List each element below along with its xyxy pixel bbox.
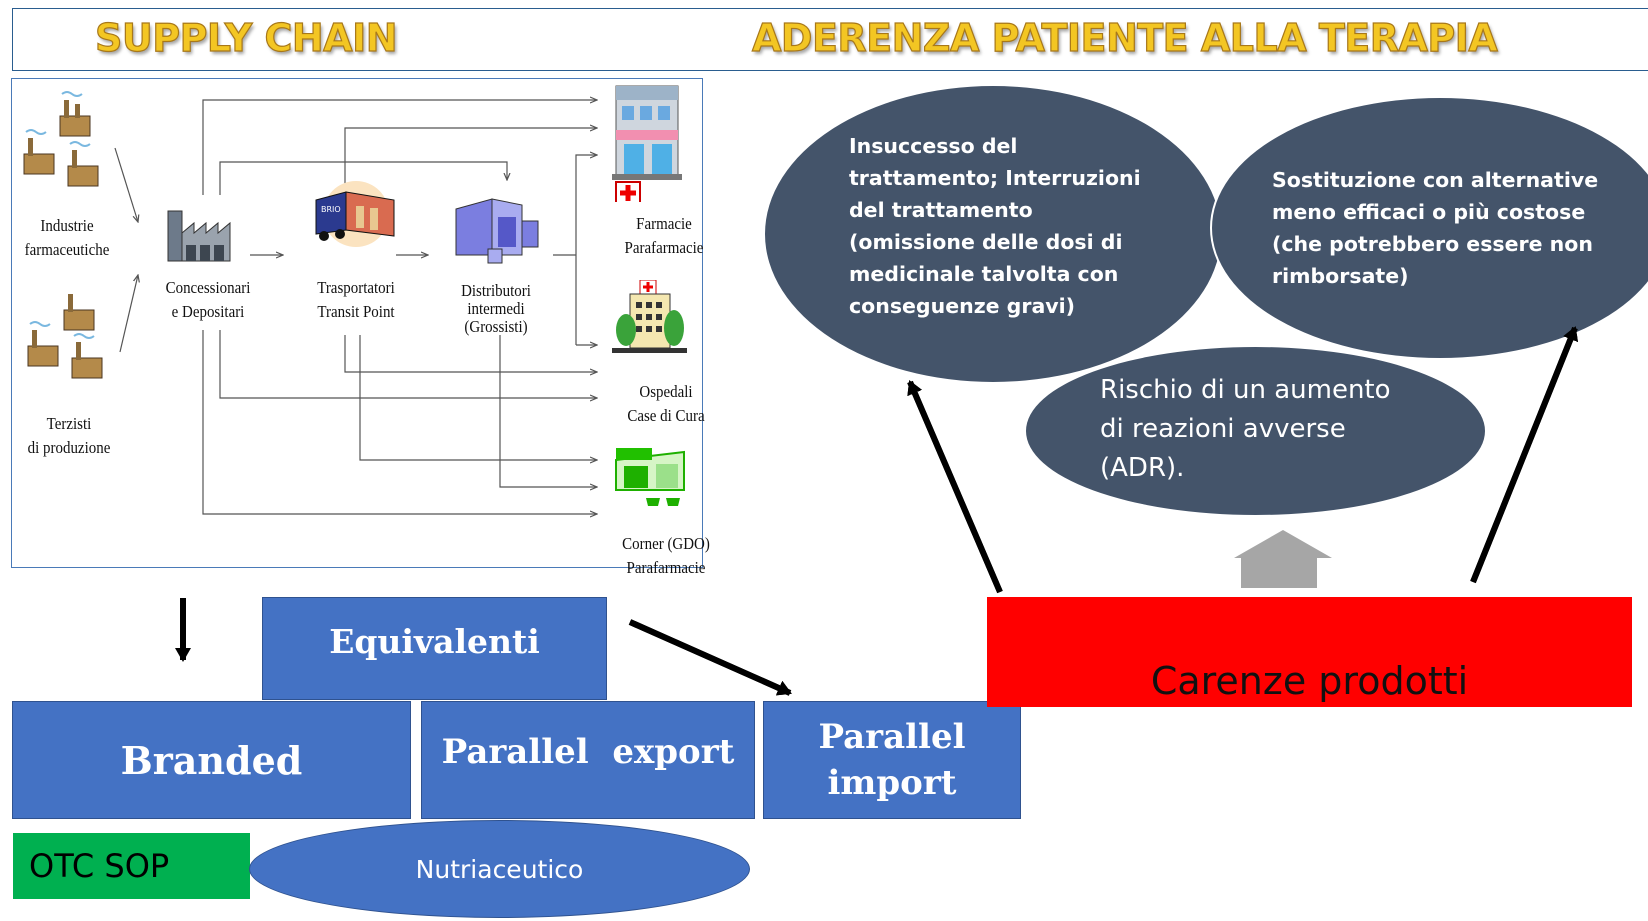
hospital-icon	[612, 280, 687, 353]
distributor-warehouse-icon	[455, 198, 539, 264]
trasportatori-label: Trasportatori Transit Point	[317, 278, 395, 321]
farmacie-label: Farmacie Parafarmacie	[624, 214, 704, 257]
header-banner	[12, 8, 1648, 71]
parallel-import-box: Parallel import	[763, 701, 1021, 819]
warehouse-icon	[167, 210, 231, 262]
factory-icon	[27, 294, 103, 379]
adherence-title: ADERENZA PATIENTE ALLA TERAPIA	[751, 15, 1498, 60]
truck-icon: BRIO	[315, 181, 395, 247]
pharmacy-building-icon	[612, 85, 682, 202]
corner-gdo-label: Corner (GDO) Parafarmacie	[622, 534, 710, 577]
producer-label-terzisti: Terzisti di produzione	[27, 414, 111, 457]
otc-sop-box: OTC SOP	[13, 833, 250, 899]
shortage-box: Carenze prodotti	[987, 597, 1632, 707]
producer-label-industrie: Industrie farmaceutiche	[24, 216, 110, 259]
concessionari-label: Concessionari e Depositari	[165, 278, 251, 321]
distributori-label: Distributori intermedi (Grossisti)	[461, 281, 531, 336]
equivalenti-box: Equivalenti	[262, 597, 607, 700]
adr-risk-ellipse: Rischio di un aumento di reazioni avvers…	[1024, 345, 1487, 517]
store-icon	[615, 448, 685, 506]
supply-chain-title: SUPPLY CHAIN	[94, 15, 398, 60]
treatment-failure-text: Insuccesso del trattamento; Interruzioni…	[849, 134, 1141, 318]
factory-icon	[23, 91, 99, 187]
substitution-ellipse: Sostituzione con alternative meno effica…	[1210, 96, 1648, 360]
truck-text: BRIO	[321, 205, 341, 214]
nutriaceutico-ellipse: Nutriaceutico	[249, 820, 750, 918]
ospedali-label: Ospedali Case di Cura	[627, 382, 705, 425]
up-arrow-gray	[1234, 530, 1332, 588]
branded-box: Branded	[12, 701, 411, 819]
adr-risk-text: Rischio di un aumento di reazioni avvers…	[1100, 375, 1391, 483]
supply-chain-diagram	[11, 78, 703, 568]
substitution-text: Sostituzione con alternative meno effica…	[1272, 168, 1599, 288]
parallel-export-box: Parallel export	[421, 701, 755, 819]
treatment-failure-ellipse: Insuccesso del trattamento; Interruzioni…	[763, 84, 1223, 384]
